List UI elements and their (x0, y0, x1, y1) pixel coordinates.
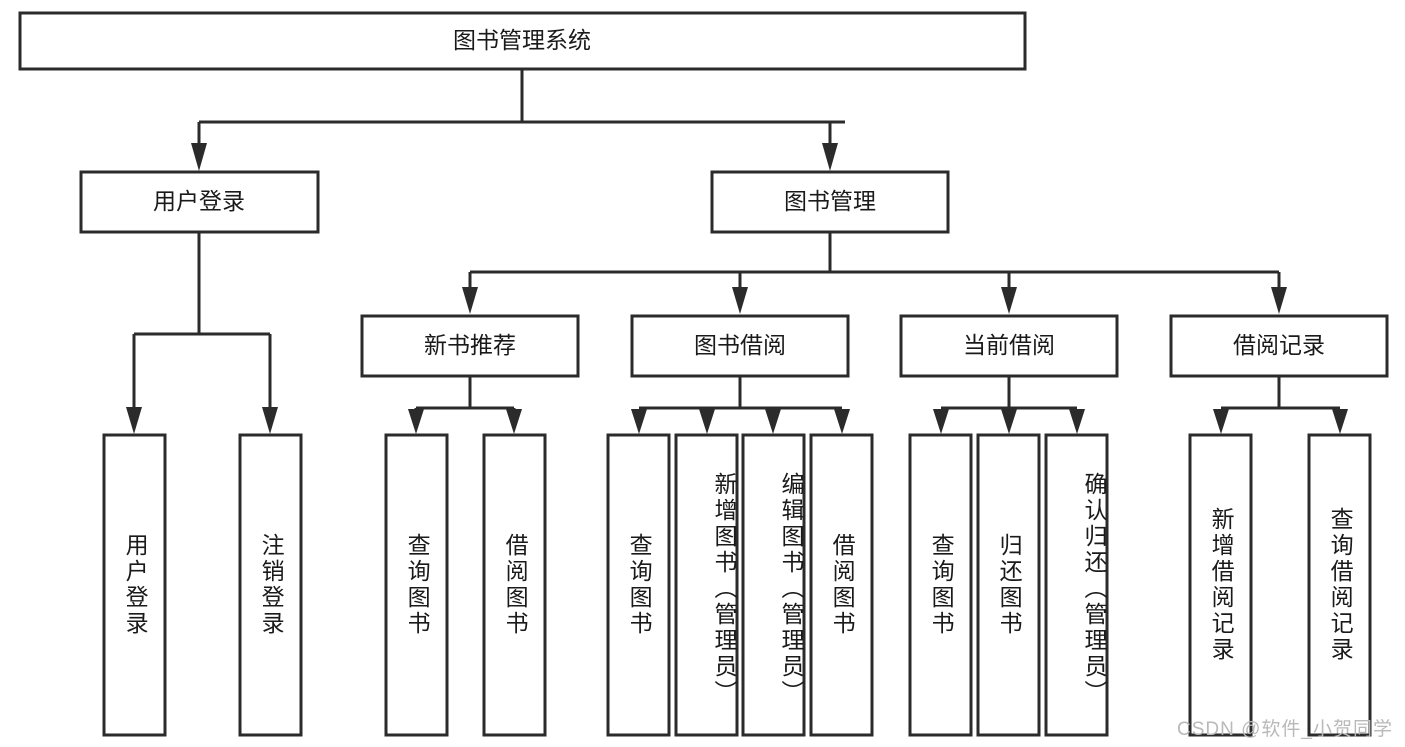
node-user-login[interactable] (79, 170, 320, 234)
node-borrow-record-label: 借阅记录 (1233, 332, 1325, 358)
node-root-label: 图书管理系统 (453, 27, 591, 53)
leaf-book-borrow-query[interactable] (606, 433, 671, 737)
node-new-book-recommend[interactable] (360, 314, 580, 378)
node-book-borrow-label: 图书借阅 (694, 332, 786, 358)
arrow-head-borrow-record (1271, 287, 1287, 314)
connector-userlogin-to-leaves (126, 232, 278, 434)
arrow-head-leaf-borrow-record-1 (1213, 409, 1229, 434)
node-current-borrow-label: 当前借阅 (963, 332, 1055, 358)
connector-root-to-level2 (191, 69, 845, 171)
arrow-head-leaf-user-login-1 (126, 407, 142, 434)
watermark: CSDN @软件_小贺同学 (1177, 719, 1393, 740)
connector-bookborrow-to-leaves (631, 376, 850, 434)
node-book-borrow[interactable] (630, 314, 850, 378)
leaf-borrow-record-add[interactable] (1188, 433, 1253, 737)
arrow-head-current-borrow (1001, 287, 1017, 314)
connector-borrowrecord-to-leaves (1213, 376, 1348, 434)
leaf-book-borrow-borrow[interactable] (809, 433, 874, 737)
arrow-head-leaf-book-borrow-3 (765, 409, 781, 434)
arrow-head-leaf-borrow-record-2 (1332, 409, 1348, 434)
leaf-current-borrow-confirm[interactable] (1044, 433, 1109, 737)
node-new-book-recommend-label: 新书推荐 (424, 332, 516, 358)
arrow-head-leaf-book-borrow-4 (834, 409, 850, 434)
node-book-management[interactable] (710, 170, 950, 234)
arrow-head-book-manage (822, 143, 838, 171)
leaf-new-book-query[interactable] (384, 433, 449, 737)
leaf-current-borrow-return[interactable] (976, 433, 1041, 737)
leaf-new-book-borrow[interactable] (482, 433, 547, 737)
node-user-login-label: 用户登录 (153, 188, 245, 214)
arrow-head-leaf-new-book-1 (408, 409, 424, 434)
leaf-user-login-logout[interactable] (238, 433, 303, 737)
arrow-head-new-book (462, 287, 478, 314)
leaf-borrow-record-query[interactable] (1307, 433, 1372, 737)
arrow-head-leaf-current-borrow-3 (1069, 409, 1085, 434)
node-book-management-label: 图书管理 (784, 188, 876, 214)
arrow-head-leaf-current-borrow-1 (933, 409, 949, 434)
connector-bookmanage-to-level3 (462, 232, 1287, 314)
leaf-book-borrow-edit[interactable] (741, 433, 806, 737)
connector-currentborrow-to-leaves (933, 376, 1085, 434)
arrow-head-book-borrow (732, 287, 748, 314)
node-root-book-management-system[interactable] (18, 11, 1027, 71)
node-borrow-record[interactable] (1169, 314, 1389, 378)
arrow-head-leaf-user-login-2 (262, 407, 278, 434)
arrow-head-leaf-new-book-2 (506, 409, 522, 434)
arrow-head-leaf-book-borrow-1 (631, 409, 647, 434)
arrow-head-leaf-current-borrow-2 (1001, 409, 1017, 434)
arrow-head-leaf-book-borrow-2 (699, 409, 715, 434)
leaf-book-borrow-add[interactable] (674, 433, 739, 737)
arrow-head-user-login (191, 143, 207, 171)
connector-newbook-to-leaves (408, 376, 522, 434)
node-current-borrow[interactable] (899, 314, 1119, 378)
leaf-current-borrow-query[interactable] (908, 433, 973, 737)
leaf-user-login-login[interactable] (102, 433, 167, 737)
